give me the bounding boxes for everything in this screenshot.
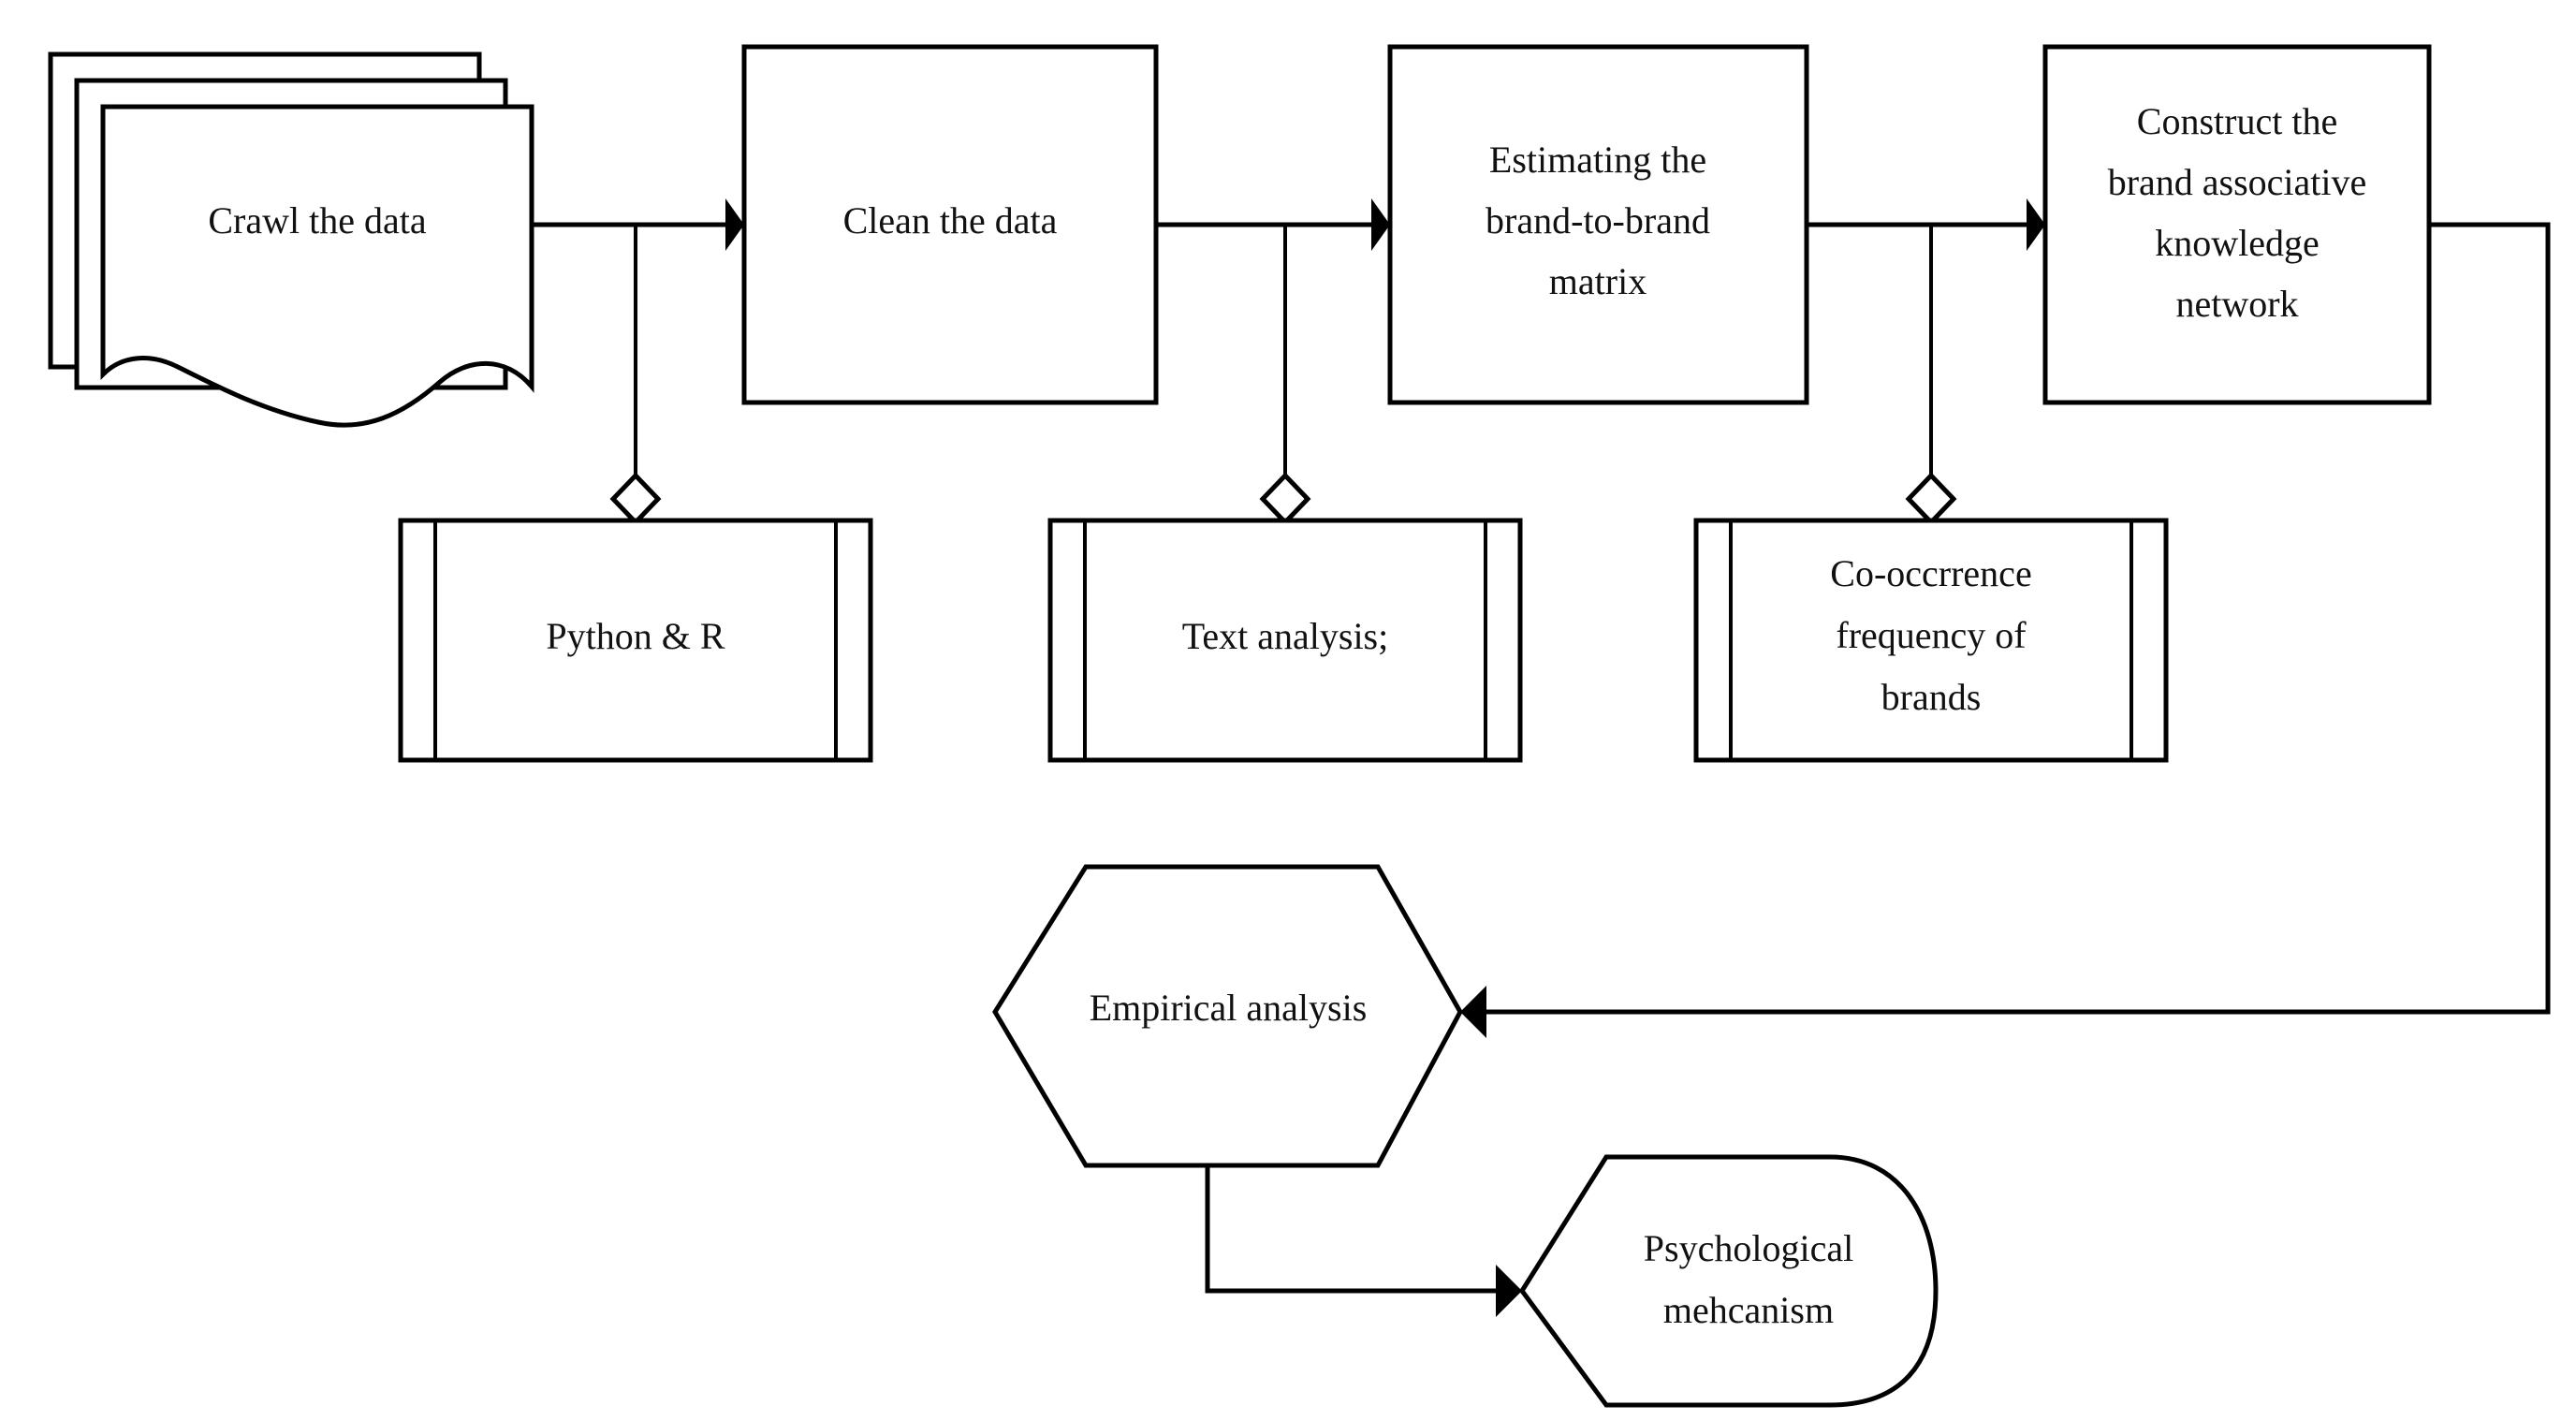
node-cooccurrence-frequency[interactable]: Co-occrrence frequency of brands [1693, 518, 2169, 763]
node-label-estimate-line3: matrix [1549, 260, 1647, 302]
node-label-cooccurrence-line1: Co-occrrence [1830, 552, 2031, 594]
arrowhead-icon [1460, 986, 1486, 1038]
node-label-crawl: Crawl the data [208, 199, 426, 242]
node-psychological-mechanism[interactable]: Psychological mehcanism [1518, 1154, 1939, 1408]
node-label-construct-line3: knowledge [2155, 222, 2320, 264]
predefined-process-box [1693, 518, 2169, 763]
node-construct-network[interactable]: Construct the brand associative knowledg… [2042, 44, 2432, 405]
node-label-text-analysis: Text analysis; [1182, 615, 1389, 657]
predefined-process-box [398, 518, 873, 763]
process-box [741, 44, 1159, 405]
node-text-analysis[interactable]: Text analysis; [1047, 518, 1523, 763]
edge-clean-to-estimate [1156, 198, 1390, 251]
node-estimating-matrix[interactable]: Estimating the brand-to-brand matrix [1387, 44, 1809, 405]
edge-empirical-to-psychological [1205, 1165, 1522, 1317]
arrowhead-icon [1371, 198, 1390, 251]
process-box [2042, 44, 2432, 405]
edge-construct-to-empirical [1460, 222, 2551, 1038]
arrowhead-icon [725, 198, 744, 251]
node-label-empirical: Empirical analysis [1090, 987, 1368, 1029]
delay-shape [1518, 1154, 1939, 1408]
edge-line [1205, 1165, 1496, 1294]
hexagon-shape [992, 864, 1463, 1168]
node-python-and-r[interactable]: Python & R [398, 518, 873, 763]
node-label-psychological-line2: mehcanism [1663, 1289, 1834, 1331]
edge-to-text-analysis [1259, 225, 1311, 526]
predefined-process-box [1047, 518, 1523, 763]
process-box [1387, 44, 1809, 405]
edge-to-python-r [609, 225, 662, 526]
node-label-estimate-line1: Estimating the [1489, 139, 1706, 181]
node-clean-the-data[interactable]: Clean the data [741, 44, 1159, 405]
arrowhead-icon [2027, 198, 2045, 251]
arrowhead-icon [1496, 1265, 1522, 1317]
node-label-construct-line4: network [2175, 283, 2298, 325]
diamond-connector-icon [1259, 472, 1311, 526]
diamond-connector-icon [609, 472, 662, 526]
node-label-psychological-line1: Psychological [1644, 1227, 1853, 1269]
node-crawl-the-data[interactable]: Crawl the data [48, 51, 534, 428]
node-label-cooccurrence-line2: frequency of [1836, 614, 2027, 656]
edge-to-cooccurrence [1905, 225, 1957, 526]
node-label-construct-line2: brand associative [2108, 161, 2367, 203]
node-empirical-analysis[interactable]: Empirical analysis [992, 864, 1463, 1168]
edge-crawl-to-clean [529, 198, 744, 251]
node-label-cooccurrence-line3: brands [1881, 676, 1982, 718]
document-front-page [100, 104, 534, 428]
node-label-estimate-line2: brand-to-brand [1486, 199, 1710, 242]
node-label-python-r: Python & R [546, 615, 724, 657]
edge-estimate-to-construct [1807, 198, 2045, 251]
edge-line [1486, 222, 2551, 1015]
node-label-construct-line1: Construct the [2137, 100, 2337, 142]
node-label-clean: Clean the data [843, 199, 1058, 242]
diamond-connector-icon [1905, 472, 1957, 526]
